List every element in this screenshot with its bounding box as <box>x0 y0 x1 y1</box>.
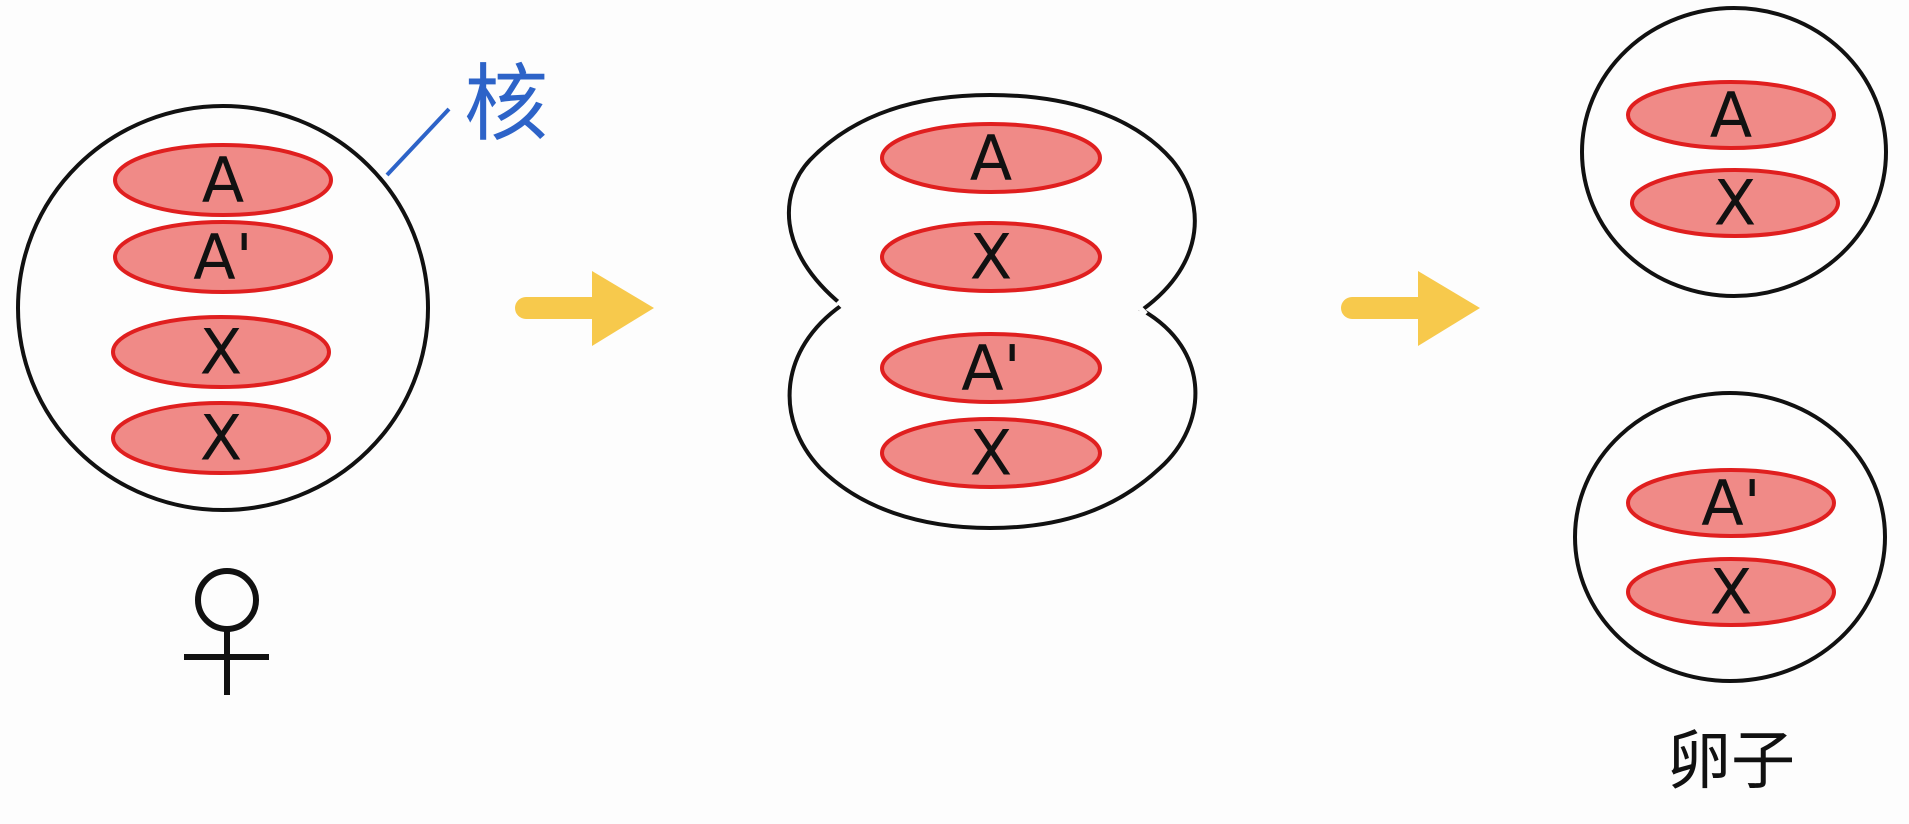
parent-cell-outline <box>16 104 430 512</box>
nucleus-leader-line <box>385 107 451 177</box>
chromosome-shape <box>880 122 1102 194</box>
chromosome-shape <box>111 401 331 475</box>
egg-cell-outline <box>1580 6 1888 298</box>
egg-cell-outline <box>1573 391 1887 683</box>
chromosome-shape <box>113 220 333 294</box>
dividing-top-chromosome-2: X <box>880 221 1102 294</box>
parent-chromosome-1: A <box>113 143 333 217</box>
chromosome-shape <box>111 315 331 389</box>
chromosome-shape <box>1626 80 1836 150</box>
chromosome-label: X <box>970 417 1012 490</box>
nucleus-label: 核 <box>464 55 548 153</box>
dividing-cell: A X A' X <box>786 92 1198 531</box>
chromosome-label: A' <box>193 221 252 294</box>
egg1-chromosome-1: A <box>1626 79 1836 152</box>
parent-chromosome-3: X <box>111 315 331 389</box>
parent-chromosome-4: X <box>111 401 331 475</box>
chromosome-label: A' <box>961 332 1020 405</box>
chromosome-shape <box>880 221 1102 293</box>
chromosome-shape <box>880 417 1102 489</box>
chromosome-label: A' <box>1701 467 1760 540</box>
dividing-bottom-chromosome-2: X <box>880 417 1102 490</box>
chromosome-shape <box>880 332 1102 404</box>
egg1-chromosome-2: X <box>1630 167 1840 240</box>
right-arrow-icon <box>1341 271 1480 346</box>
egg-cell-1: A X <box>1580 6 1888 298</box>
chromosome-shape <box>113 143 333 217</box>
chromosome-shape <box>1626 468 1836 538</box>
chromosome-label: X <box>1714 167 1756 240</box>
chromosome-shape <box>1630 168 1840 238</box>
dividing-top-chromosome-1: A <box>880 122 1102 195</box>
chromosome-label: A <box>202 144 244 217</box>
parent-cell: A A' X X <box>16 104 430 512</box>
egg2-chromosome-2: X <box>1626 556 1836 629</box>
egg2-chromosome-1: A' <box>1626 467 1836 540</box>
chromosome-label: X <box>200 402 242 475</box>
parent-chromosome-2: A' <box>113 220 333 294</box>
egg-label: 卵子 <box>1667 725 1795 799</box>
chromosome-label: X <box>200 316 242 389</box>
chromosome-label: X <box>970 221 1012 294</box>
female-symbol-icon <box>184 568 269 695</box>
egg-cell-2: A' X <box>1573 391 1887 683</box>
chromosome-shape <box>1626 557 1836 627</box>
chromosome-label: A <box>1710 79 1752 152</box>
right-arrow-icon <box>515 271 654 346</box>
dividing-bottom-chromosome-1: A' <box>880 332 1102 405</box>
chromosome-label: X <box>1710 556 1752 629</box>
chromosome-label: A <box>970 122 1012 195</box>
